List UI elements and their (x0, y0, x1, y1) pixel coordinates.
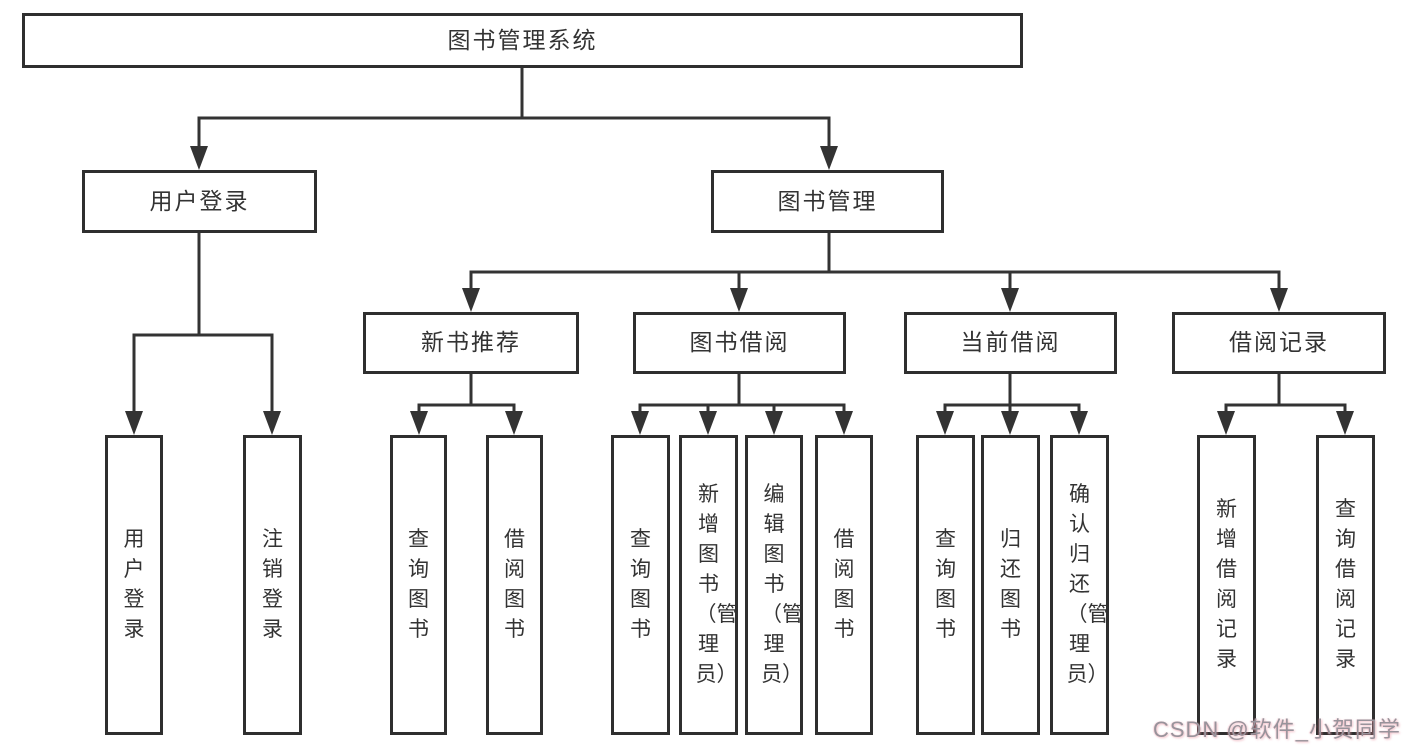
arrowhead-icon (125, 411, 143, 435)
node-leaf-add-borrow-record: 新增借阅记录 (1197, 435, 1256, 735)
node-label: 确认归还（管理员） (1066, 483, 1109, 686)
node-label: 查询图书 (935, 528, 956, 641)
node-leaf-add-books-admin: 新增图书（管理员） (679, 435, 738, 735)
node-label: 图书管理系统 (447, 26, 598, 53)
node-label: 借阅图书 (833, 528, 855, 641)
node-label: 用户登录 (123, 528, 145, 641)
node-label: 编辑图书（管理员） (761, 483, 803, 686)
node-borrow-records: 借阅记录 (1172, 312, 1386, 374)
node-label: 图书管理 (777, 187, 878, 214)
arrowhead-icon (410, 411, 428, 435)
arrowhead-icon (1336, 411, 1354, 435)
arrowhead-icon (1070, 411, 1088, 435)
node-label: 新增图书（管理员） (695, 483, 738, 686)
arrowhead-icon (820, 146, 838, 170)
arrowhead-icon (1270, 288, 1288, 312)
node-label: 当前借阅 (960, 329, 1061, 356)
node-leaf-user-login: 用户登录 (105, 435, 163, 735)
connector (190, 68, 838, 170)
connector (936, 374, 1088, 435)
node-label: 用户登录 (149, 187, 250, 214)
node-label: 新增借阅记录 (1216, 498, 1237, 671)
arrowhead-icon (730, 288, 748, 312)
node-leaf-borrow-books-2: 借阅图书 (815, 435, 873, 735)
connector (631, 374, 853, 435)
node-label: 借阅图书 (504, 528, 525, 641)
connector (462, 233, 1288, 312)
connector (1217, 374, 1354, 435)
arrowhead-icon (462, 288, 480, 312)
arrowhead-icon (1217, 411, 1235, 435)
node-label: 借阅记录 (1229, 329, 1329, 356)
node-label: 注销登录 (262, 528, 283, 641)
node-label: 查询图书 (408, 528, 429, 641)
node-label: 归还图书 (1000, 528, 1021, 641)
node-leaf-logout: 注销登录 (243, 435, 302, 735)
arrowhead-icon (190, 146, 208, 170)
node-leaf-query-books-1: 查询图书 (390, 435, 447, 735)
arrowhead-icon (699, 411, 717, 435)
node-system-root: 图书管理系统 (22, 13, 1023, 68)
node-book-management: 图书管理 (711, 170, 944, 233)
node-book-borrow: 图书借阅 (633, 312, 846, 374)
node-current-borrow: 当前借阅 (904, 312, 1117, 374)
node-leaf-return-books: 归还图书 (981, 435, 1040, 735)
node-label: 查询借阅记录 (1335, 498, 1356, 671)
arrowhead-icon (1001, 288, 1019, 312)
arrowhead-icon (1001, 411, 1019, 435)
node-leaf-query-books-2: 查询图书 (611, 435, 670, 735)
node-leaf-edit-books-admin: 编辑图书（管理员） (745, 435, 803, 735)
arrowhead-icon (835, 411, 853, 435)
csdn-watermark: CSDN @软件_小贺同学 (1152, 717, 1401, 742)
connector (125, 233, 281, 435)
arrowhead-icon (263, 411, 281, 435)
connector (410, 374, 523, 435)
arrowhead-icon (505, 411, 523, 435)
node-leaf-confirm-return: 确认归还（管理员） (1050, 435, 1109, 735)
node-label: 图书借阅 (689, 329, 790, 356)
node-label: 查询图书 (630, 528, 651, 641)
arrowhead-icon (631, 411, 649, 435)
node-label: 新书推荐 (421, 329, 521, 356)
node-new-book-recommend: 新书推荐 (363, 312, 579, 374)
node-leaf-query-books-3: 查询图书 (916, 435, 975, 735)
node-user-login-group: 用户登录 (82, 170, 317, 233)
node-leaf-borrow-books-1: 借阅图书 (486, 435, 543, 735)
node-leaf-query-borrow-record: 查询借阅记录 (1316, 435, 1375, 735)
arrowhead-icon (936, 411, 954, 435)
arrowhead-icon (765, 411, 783, 435)
